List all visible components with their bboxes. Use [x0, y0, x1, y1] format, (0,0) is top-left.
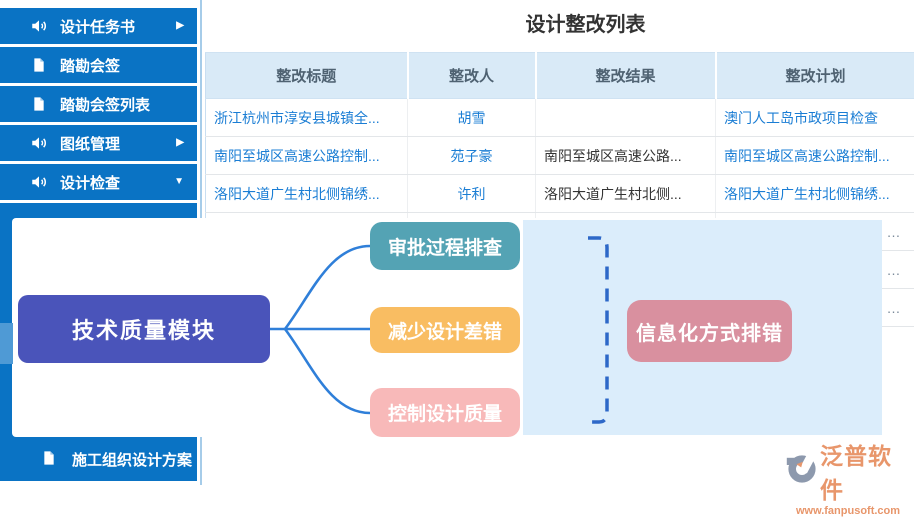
chevron-right-icon: ▶	[176, 21, 184, 31]
speaker-icon	[29, 173, 48, 192]
table-row: 南阳至城区高速公路控制... 苑子豪 南阳至城区高速公路... 南阳至城区高速公…	[206, 137, 914, 175]
column-header-result: 整改结果	[536, 53, 716, 99]
mindmap-branch-reduce-errors: 减少设计差错	[370, 307, 520, 353]
watermark-name: 泛普软件	[820, 437, 910, 505]
chevron-right-icon: ▶	[176, 138, 184, 148]
cell-result: 南阳至城区高速公路...	[536, 137, 716, 175]
sidebar-item-drawing-management[interactable]: 图纸管理 ▶	[0, 125, 197, 161]
sidebar-scrollbar-thumb[interactable]	[0, 323, 13, 364]
mindmap-overlay: 技术质量模块 审批过程排查 减少设计差错 控制设计质量 信息化方式排错	[12, 218, 882, 437]
chevron-down-icon: ▼	[174, 177, 184, 187]
sidebar-item-label: 设计任务书	[60, 16, 135, 37]
column-header-plan: 整改计划	[716, 53, 914, 99]
speaker-icon	[29, 134, 48, 153]
sidebar-item-label: 设计检查	[60, 172, 120, 193]
mindmap-root-node: 技术质量模块	[18, 295, 270, 363]
cell-result	[536, 99, 716, 137]
watermark-url: www.fanpusoft.com	[786, 505, 910, 517]
sidebar-item-survey-signoff[interactable]: 踏勘会签	[0, 47, 197, 83]
sidebar-item-label: 踏勘会签	[60, 55, 120, 76]
column-header-person: 整改人	[408, 53, 536, 99]
cell-plan[interactable]: 澳门人工岛市政项目检查	[716, 99, 914, 137]
cell-person[interactable]: 苑子豪	[408, 137, 536, 175]
watermark: 泛普软件 www.fanpusoft.com	[786, 437, 910, 517]
cell-title[interactable]: 南阳至城区高速公路控制...	[206, 137, 408, 175]
sidebar-item-label: 图纸管理	[60, 133, 120, 154]
file-icon	[29, 56, 48, 75]
mindmap-branch-quality-control: 控制设计质量	[370, 388, 520, 437]
cell-title[interactable]: 洛阳大道广生村北侧锦绣...	[206, 175, 408, 213]
sidebar-item-label: 踏勘会签列表	[60, 94, 150, 115]
cell-title[interactable]: 浙江杭州市淳安县城镇全...	[206, 99, 408, 137]
cell-plan[interactable]: 洛阳大道广生村北侧锦绣...	[716, 175, 914, 213]
mindmap-node-informatization: 信息化方式排错	[627, 300, 792, 362]
mindmap-branch-approval-check: 审批过程排查	[370, 222, 520, 270]
sidebar-item-design-check[interactable]: 设计检查 ▼	[0, 164, 197, 200]
cell-plan[interactable]: 南阳至城区高速公路控制...	[716, 137, 914, 175]
sidebar-item-design-task[interactable]: 设计任务书 ▶	[0, 8, 197, 44]
cell-result: 洛阳大道广生村北侧...	[536, 175, 716, 213]
cell-person[interactable]: 胡雪	[408, 99, 536, 137]
table-row: 洛阳大道广生村北侧锦绣... 许利 洛阳大道广生村北侧... 洛阳大道广生村北侧…	[206, 175, 914, 213]
table-row: 浙江杭州市淳安县城镇全... 胡雪 澳门人工岛市政项目检查	[206, 99, 914, 137]
speaker-icon	[29, 17, 48, 36]
highlight-panel: 信息化方式排错	[523, 220, 882, 435]
column-header-title: 整改标题	[206, 53, 408, 99]
sidebar-item-survey-signoff-list[interactable]: 踏勘会签列表	[0, 86, 197, 122]
cell-person[interactable]: 许利	[408, 175, 536, 213]
file-icon	[41, 450, 59, 468]
sidebar-item-label: 施工组织设计方案	[72, 449, 192, 470]
file-icon	[29, 95, 48, 114]
page-title: 设计整改列表	[205, 12, 914, 38]
fanpu-logo-icon	[786, 453, 818, 490]
sidebar-item-construction-plan[interactable]: 施工组织设计方案	[0, 437, 197, 481]
table-header-row: 整改标题 整改人 整改结果 整改计划	[206, 53, 914, 99]
